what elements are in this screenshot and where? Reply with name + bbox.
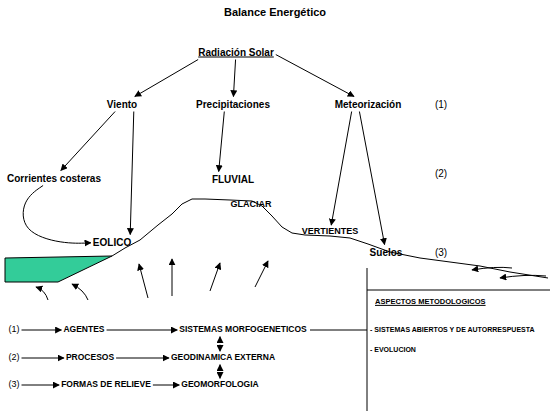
- text-node: Radiación Solar: [198, 47, 274, 58]
- node-text: Viento: [107, 99, 137, 110]
- uplift-arrows: [36, 259, 546, 300]
- connector-arrow: [331, 112, 351, 226]
- diagram-title: Balance Energético: [224, 6, 326, 18]
- connector-arrow: [276, 55, 354, 97]
- connector-arrow: [220, 365, 221, 379]
- plain-label: ASPECTOS METODOLOGICOS: [375, 298, 486, 306]
- plain-label: (2): [435, 168, 447, 179]
- text-node: FORMAS DE RELIEVE: [61, 380, 151, 389]
- node-text: Precipitaciones: [196, 99, 270, 110]
- text-node: Suelos: [370, 247, 403, 258]
- text-node: SISTEMAS MORFOGENETICOS: [179, 325, 307, 334]
- node-text: FORMAS DE RELIEVE: [61, 380, 151, 389]
- text-node: (2): [9, 353, 20, 363]
- connector-arrow: [153, 385, 179, 386]
- text-node: Corrientes costeras: [7, 173, 101, 184]
- node-text: SISTEMAS MORFOGENETICOS: [179, 325, 307, 334]
- text-node: GEODINAMICA EXTERNA: [171, 353, 275, 362]
- text-node: Viento: [107, 99, 137, 110]
- node-text: FLUVIAL: [212, 174, 254, 185]
- node-text: EOLICO: [93, 237, 131, 248]
- connector-arrow: [116, 358, 169, 359]
- plain-label: - SISTEMAS ABIERTOS Y DE AUTORRESPUESTA: [370, 326, 535, 334]
- label-text: - EVOLUCION: [370, 346, 416, 354]
- text-node: Precipitaciones: [196, 99, 270, 110]
- connector-arrow: [22, 385, 60, 386]
- connector-arrow: [233, 60, 235, 97]
- sea-area: [5, 256, 112, 282]
- node-text: Suelos: [370, 247, 403, 258]
- node-text: GEOMORFOLOGIA: [181, 380, 258, 389]
- text-node: (3): [9, 380, 20, 390]
- connector-arrow: [22, 330, 62, 331]
- connector-arrow: [107, 330, 178, 331]
- connector-arrow: [220, 337, 221, 352]
- terrain-profile: [112, 199, 548, 278]
- node-text: Meteorización: [335, 99, 402, 110]
- plain-label: (3): [435, 247, 447, 258]
- plain-label: (1): [435, 99, 447, 110]
- text-node: Meteorización: [335, 99, 402, 110]
- node-text: PROCESOS: [66, 353, 114, 362]
- node-text: Corrientes costeras: [7, 173, 101, 184]
- text-node: EOLICO: [93, 237, 131, 248]
- plain-label: GLACIAR: [231, 200, 272, 210]
- node-text: (3): [9, 380, 20, 390]
- label-text: - SISTEMAS ABIERTOS Y DE AUTORRESPUESTA: [370, 326, 535, 334]
- connector-arrow: [23, 186, 91, 244]
- text-node: FLUVIAL: [212, 174, 254, 185]
- connector-arrow: [22, 358, 64, 359]
- node-text: (2): [9, 353, 20, 363]
- title-text: Balance Energético: [224, 6, 326, 18]
- text-node: GEOMORFOLOGIA: [181, 380, 258, 389]
- node-text: GEODINAMICA EXTERNA: [171, 353, 275, 362]
- connector-arrow: [359, 112, 384, 245]
- method-frame: [310, 268, 550, 411]
- label-text: (1): [435, 99, 447, 110]
- connector-arrow: [219, 112, 225, 172]
- text-node: PROCESOS: [66, 353, 114, 362]
- node-text: (1): [9, 325, 20, 335]
- text-node: VERTIENTES: [302, 227, 359, 237]
- label-text: (3): [435, 247, 447, 258]
- label-text: GLACIAR: [231, 200, 272, 210]
- label-text: ASPECTOS METODOLOGICOS: [375, 298, 486, 306]
- label-text: (2): [435, 168, 447, 179]
- connector-arrow: [130, 112, 134, 235]
- connector-arrow: [135, 60, 198, 97]
- node-text: VERTIENTES: [302, 227, 359, 237]
- node-text: Radiación Solar: [198, 47, 274, 58]
- text-node: AGENTES: [63, 325, 104, 334]
- connector-arrow: [61, 112, 115, 171]
- plain-label: - EVOLUCION: [370, 346, 416, 354]
- text-node: (1): [9, 325, 20, 335]
- node-text: AGENTES: [63, 325, 104, 334]
